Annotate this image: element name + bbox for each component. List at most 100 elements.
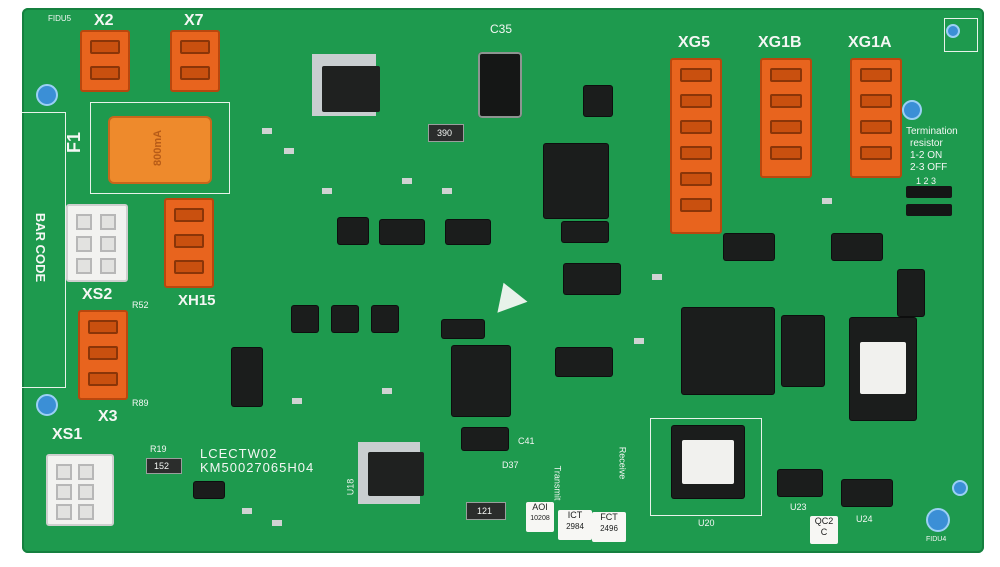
connector-label-xg1a: XG1A (848, 34, 892, 51)
ic-sot (190, 482, 228, 498)
connector-xg1b (760, 58, 812, 178)
ic-soic-u24 (838, 480, 896, 506)
connector-label-x2: X2 (94, 12, 114, 29)
connector-x2 (80, 30, 130, 92)
smd-pad (634, 338, 644, 344)
connector-label-xs2: XS2 (82, 286, 113, 303)
smd-pad (242, 508, 252, 514)
cap-label-c35: C35 (490, 22, 513, 36)
smd-pad (442, 188, 452, 194)
sticker-ict: ICT 2984 (558, 510, 592, 540)
ref-u20: U20 (698, 518, 715, 528)
marker-square (944, 18, 978, 52)
smd-pad (652, 274, 662, 280)
connector-label-xg1b: XG1B (758, 34, 802, 51)
ic-soic (288, 306, 322, 332)
ref-r52: R52 (132, 300, 149, 310)
label-receive: Receive (617, 446, 628, 480)
ref-r19: R19 (150, 444, 167, 454)
ic-soic (442, 220, 494, 244)
ic-soic (560, 264, 624, 294)
mounting-hole-icon (36, 394, 58, 416)
ref-u24: U24 (856, 514, 873, 524)
ic-soic (552, 348, 616, 376)
mounting-hole-icon (952, 480, 968, 496)
smd-pad (272, 520, 282, 526)
resistor-390: 390 (428, 124, 464, 142)
smd-pad (382, 388, 392, 394)
sticker-qc: QC2 C (810, 516, 838, 544)
termination-line3: 1-2 ON (910, 150, 943, 161)
connector-label-xs1: XS1 (52, 426, 83, 443)
ic-soic-u23 (774, 470, 826, 496)
socketed-chip-u20 (668, 426, 748, 498)
board-name: LCECTW02 (200, 446, 278, 461)
ic-soic (368, 306, 402, 332)
esd-warning-icon (488, 277, 528, 313)
ic-soic (228, 348, 266, 406)
sticker-fct: FCT 2496 (592, 512, 626, 542)
pcb-board: FIDU5 FIDU4 X2 X7 F1 800mA BAR CODE XH15… (22, 8, 984, 553)
capacitor-c35 (478, 52, 522, 118)
connector-x7 (170, 30, 220, 92)
ic-soic (894, 270, 928, 316)
connector-label-x3: X3 (98, 408, 118, 425)
connector-x3 (78, 310, 128, 400)
barcode-area (22, 112, 66, 388)
smd-pad (322, 188, 332, 194)
capacitor-smd (438, 320, 488, 338)
ref-u18: U18 (345, 478, 356, 496)
mounting-hole-icon (926, 508, 950, 532)
capacitor-smd (558, 222, 612, 242)
ref-u23: U23 (790, 502, 807, 512)
resistor-121: 121 (466, 502, 506, 520)
connector-white-1 (66, 204, 128, 282)
dcdc-module-upper (540, 144, 612, 218)
ref-d37: D37 (502, 460, 519, 470)
ic-soic (376, 220, 428, 244)
smd-pad (284, 148, 294, 154)
resistor-152: 152 (146, 458, 182, 474)
memory-chip-u21 (778, 316, 828, 386)
fuse-label-f1: F1 (64, 131, 85, 154)
mounting-hole-icon (946, 24, 960, 38)
dcdc-module-lower (448, 346, 514, 416)
capacitor-smd (458, 428, 512, 450)
mounting-hole-icon (36, 84, 58, 106)
ic-soic (334, 218, 372, 244)
ic-soic (828, 234, 886, 260)
eprom-sticker (860, 342, 906, 394)
termination-title: Termination (906, 126, 958, 137)
connector-label-xg5: XG5 (678, 34, 711, 51)
jumper-numbers: 1 2 3 (916, 176, 937, 186)
microcontroller-chip (678, 308, 778, 394)
jumper-br1[interactable] (906, 186, 952, 198)
barcode-label: BAR CODE (33, 212, 49, 283)
fuse-rating: 800mA (152, 129, 165, 167)
socket-u20-outline (650, 418, 762, 516)
fiducial-label: FIDU4 (926, 536, 947, 543)
ic-soic (328, 306, 362, 332)
ic-soic (720, 234, 778, 260)
regulator-u16 (322, 66, 380, 112)
label-transmit: Transmit (552, 465, 563, 501)
connector-label-xh15: XH15 (178, 292, 216, 309)
regulator-u18 (368, 452, 424, 496)
fiducial-label: FIDU5 (48, 14, 72, 23)
jumper-br2[interactable] (906, 204, 952, 216)
ref-c41: C41 (518, 436, 535, 446)
ic-sot (580, 86, 616, 116)
smd-pad (262, 128, 272, 134)
mounting-hole-icon (902, 100, 922, 120)
sticker-aoi: AOI 10208 (526, 502, 554, 532)
board-part-number: KM50027065H04 (200, 460, 315, 475)
fuse-f1: 800mA (108, 116, 212, 184)
connector-xg1a (850, 58, 902, 178)
termination-line2: resistor (910, 138, 943, 149)
connector-xg5 (670, 58, 722, 234)
connector-xs1 (46, 454, 114, 526)
connector-xh15 (164, 198, 214, 288)
fuse-outline (90, 102, 230, 194)
ref-r89: R89 (132, 398, 149, 408)
termination-line4: 2-3 OFF (910, 162, 948, 173)
